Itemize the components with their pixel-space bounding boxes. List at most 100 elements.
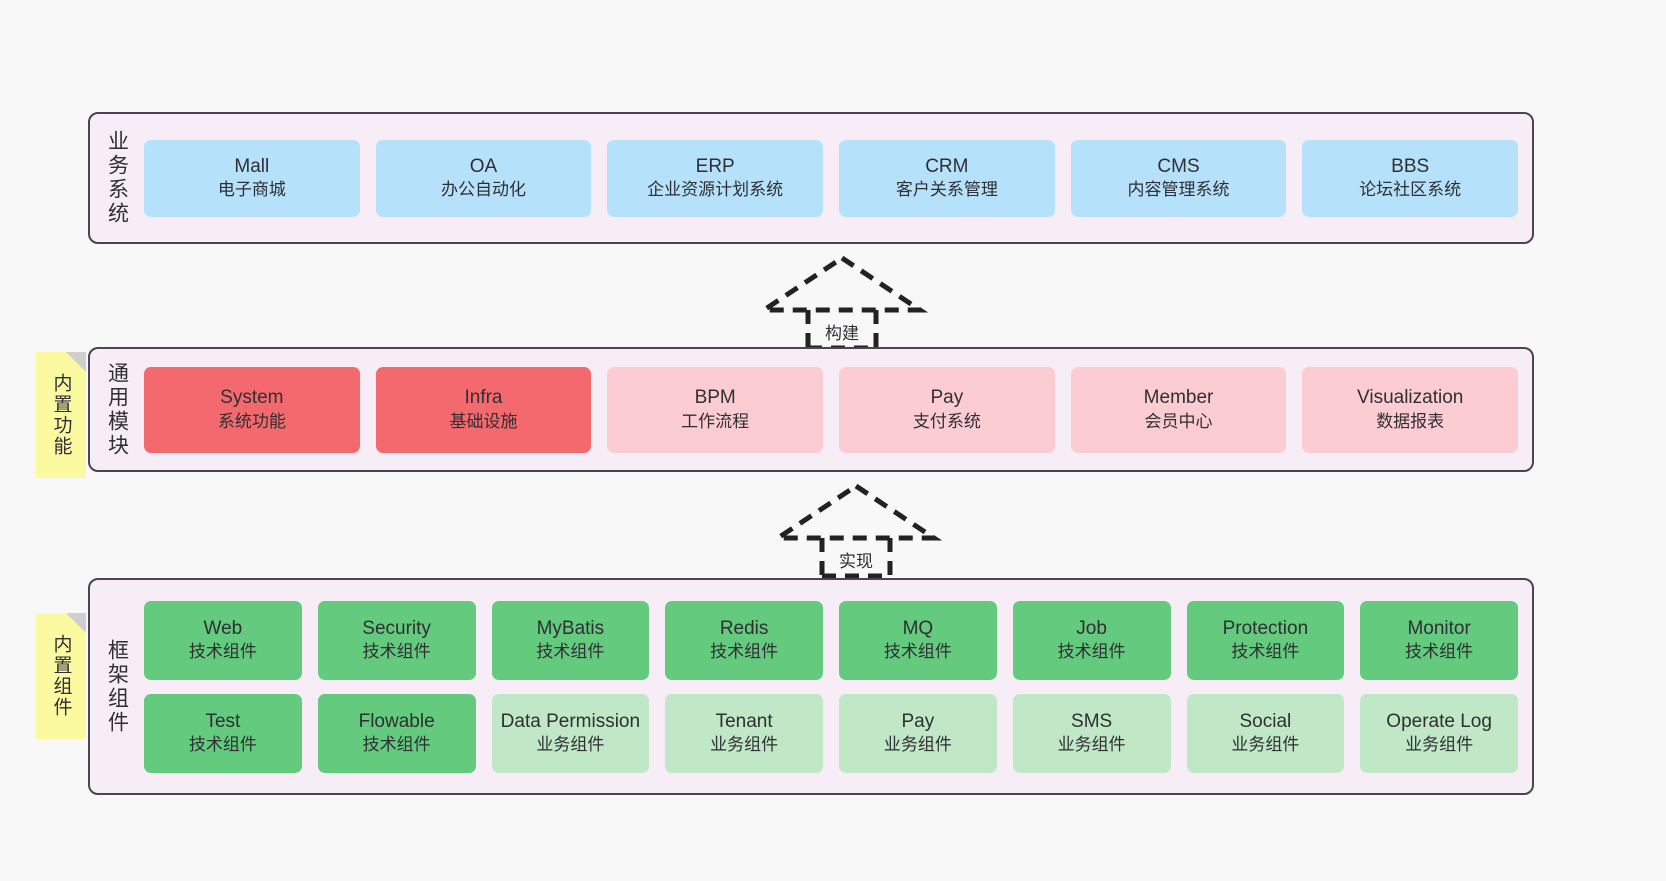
connector-implement: 实现 <box>769 480 943 579</box>
node-title: Infra <box>464 387 503 409</box>
node-visualization[interactable]: Visualization 数据报表 <box>1302 366 1519 453</box>
layer-common-modules: 通用模块 System 系统功能 Infra 基础设施 BPM 工作流程 Pay… <box>88 347 1534 472</box>
node-title: Pay <box>930 387 964 409</box>
node-subtitle: 技术组件 <box>710 642 779 662</box>
node-subtitle: 技术组件 <box>883 642 952 662</box>
node-oa[interactable]: OA 办公自动化 <box>375 139 592 217</box>
node-subtitle: 会员中心 <box>1144 411 1213 431</box>
node-bpm[interactable]: BPM 工作流程 <box>607 366 824 453</box>
node-subtitle: 技术组件 <box>362 735 431 755</box>
node-subtitle: 论坛社区系统 <box>1359 180 1462 200</box>
node-title: Member <box>1143 387 1214 409</box>
node-row: Mall 电子商城 OA 办公自动化 ERP 企业资源计划系统 CRM 客户关系… <box>144 139 1519 217</box>
node-data-permission[interactable]: Data Permission 业务组件 <box>491 693 650 773</box>
node-web[interactable]: Web 技术组件 <box>144 600 302 680</box>
node-title: System <box>220 387 284 409</box>
node-infra[interactable]: Infra 基础设施 <box>375 366 592 453</box>
sticky-note-builtin-features: 内置功能 <box>36 352 86 478</box>
node-erp[interactable]: ERP 企业资源计划系统 <box>607 139 824 217</box>
node-title: BBS <box>1391 155 1430 177</box>
sticky-fold-corner-icon <box>66 613 86 633</box>
node-tenant[interactable]: Tenant 业务组件 <box>665 693 823 773</box>
layer-framework-components: 框架组件 Web 技术组件 Security 技术组件 MyBatis 技术组件… <box>88 578 1534 795</box>
node-title: CRM <box>925 155 969 177</box>
node-row: Web 技术组件 Security 技术组件 MyBatis 技术组件 Redi… <box>144 600 1518 680</box>
node-subtitle: 业务组件 <box>710 735 779 755</box>
node-title: Mall <box>234 155 270 177</box>
node-subtitle: 技术组件 <box>1405 642 1474 662</box>
node-subtitle: 数据报表 <box>1376 411 1445 431</box>
node-title: Security <box>362 617 431 639</box>
node-row: Test 技术组件 Flowable 技术组件 Data Permission … <box>144 693 1518 773</box>
node-subtitle: 技术组件 <box>362 642 431 662</box>
node-title: CMS <box>1157 155 1200 177</box>
connector-build-label: 构建 <box>822 319 862 344</box>
node-subtitle: 技术组件 <box>536 642 605 662</box>
node-redis[interactable]: Redis 技术组件 <box>665 600 823 680</box>
node-subtitle: 企业资源计划系统 <box>647 180 784 200</box>
node-title: Pay <box>901 710 935 732</box>
node-pay[interactable]: Pay 支付系统 <box>839 366 1055 453</box>
node-social[interactable]: Social 业务组件 <box>1186 693 1345 773</box>
node-mybatis[interactable]: MyBatis 技术组件 <box>491 600 650 680</box>
node-subtitle: 基础设施 <box>449 411 518 431</box>
node-title: MQ <box>902 617 934 639</box>
node-bbs[interactable]: BBS 论坛社区系统 <box>1302 139 1519 217</box>
node-title: Redis <box>719 617 769 639</box>
node-monitor[interactable]: Monitor 技术组件 <box>1360 600 1518 680</box>
node-subtitle: 技术组件 <box>188 735 257 755</box>
node-subtitle: 电子商城 <box>217 180 286 200</box>
node-subtitle: 业务组件 <box>1231 735 1300 755</box>
node-subtitle: 客户关系管理 <box>895 180 998 200</box>
node-member[interactable]: Member 会员中心 <box>1070 366 1287 453</box>
node-crm[interactable]: CRM 客户关系管理 <box>839 139 1055 217</box>
node-title: OA <box>469 155 498 177</box>
node-sms[interactable]: SMS 业务组件 <box>1012 693 1171 773</box>
node-subtitle: 系统功能 <box>217 411 286 431</box>
node-title: Monitor <box>1407 617 1471 639</box>
node-title: ERP <box>695 155 735 177</box>
node-title: Web <box>203 617 243 639</box>
node-flowable[interactable]: Flowable 技术组件 <box>317 693 476 773</box>
node-title: BPM <box>694 387 736 409</box>
node-title: Data Permission <box>500 710 641 732</box>
node-security[interactable]: Security 技术组件 <box>317 600 476 680</box>
node-title: Tenant <box>715 710 773 732</box>
node-operate-log[interactable]: Operate Log 业务组件 <box>1360 693 1518 773</box>
node-cms[interactable]: CMS 内容管理系统 <box>1070 139 1287 217</box>
node-subtitle: 业务组件 <box>883 735 952 755</box>
connector-implement-glyph <box>769 482 943 579</box>
node-job[interactable]: Job 技术组件 <box>1012 600 1171 680</box>
node-title: MyBatis <box>536 617 605 639</box>
node-title: Test <box>205 710 241 732</box>
node-mall[interactable]: Mall 电子商城 <box>144 139 360 217</box>
sticky-note-label: 内置组件 <box>50 634 72 718</box>
sticky-note-builtin-components: 内置组件 <box>36 613 86 739</box>
connector-implement-label: 实现 <box>836 547 876 572</box>
node-subtitle: 办公自动化 <box>441 180 526 200</box>
connector-build-glyph <box>755 254 929 351</box>
node-title: Job <box>1076 617 1107 639</box>
node-row: System 系统功能 Infra 基础设施 BPM 工作流程 Pay 支付系统… <box>144 366 1519 453</box>
layer-body-business-systems: Mall 电子商城 OA 办公自动化 ERP 企业资源计划系统 CRM 客户关系… <box>144 114 1532 242</box>
sticky-fold-corner-icon <box>66 352 86 372</box>
layer-body-common-modules: System 系统功能 Infra 基础设施 BPM 工作流程 Pay 支付系统… <box>144 349 1532 470</box>
node-subtitle: 业务组件 <box>1405 735 1474 755</box>
node-subtitle: 技术组件 <box>188 642 257 662</box>
node-pay-business[interactable]: Pay 业务组件 <box>839 693 997 773</box>
node-mq[interactable]: MQ 技术组件 <box>839 600 997 680</box>
layer-body-framework-components: Web 技术组件 Security 技术组件 MyBatis 技术组件 Redi… <box>144 580 1532 793</box>
node-title: SMS <box>1071 710 1113 732</box>
node-protection[interactable]: Protection 技术组件 <box>1186 600 1345 680</box>
node-title: Social <box>1239 710 1292 732</box>
node-title: Protection <box>1222 617 1309 639</box>
node-subtitle: 技术组件 <box>1231 642 1300 662</box>
node-test[interactable]: Test 技术组件 <box>144 693 302 773</box>
node-title: Flowable <box>358 710 435 732</box>
node-subtitle: 业务组件 <box>536 735 605 755</box>
sticky-note-label: 内置功能 <box>50 373 72 457</box>
node-subtitle: 工作流程 <box>681 411 750 431</box>
layer-title-framework-components: 框架组件 <box>105 638 129 735</box>
node-system[interactable]: System 系统功能 <box>144 366 360 453</box>
